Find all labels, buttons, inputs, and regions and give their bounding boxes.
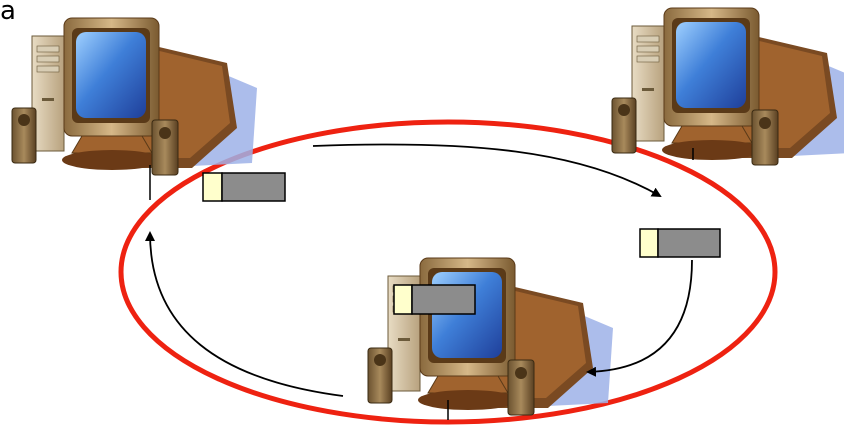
packet-header — [639, 228, 659, 258]
packet-header — [202, 172, 223, 202]
bottom-computer — [367, 257, 614, 416]
packet-1 — [202, 172, 286, 202]
packet-body — [221, 172, 286, 202]
packet-body — [657, 228, 721, 258]
top-right-computer — [611, 7, 844, 166]
top-left-computer — [11, 17, 258, 176]
packet-header — [393, 284, 413, 315]
packet-2 — [639, 228, 721, 258]
arrow-top — [312, 143, 662, 197]
token-ring — [118, 119, 778, 425]
packet-3 — [393, 284, 476, 315]
packet-body — [411, 284, 476, 315]
corner-label: a — [0, 0, 16, 26]
arrow-right — [586, 259, 693, 377]
arrow-left — [145, 231, 344, 397]
